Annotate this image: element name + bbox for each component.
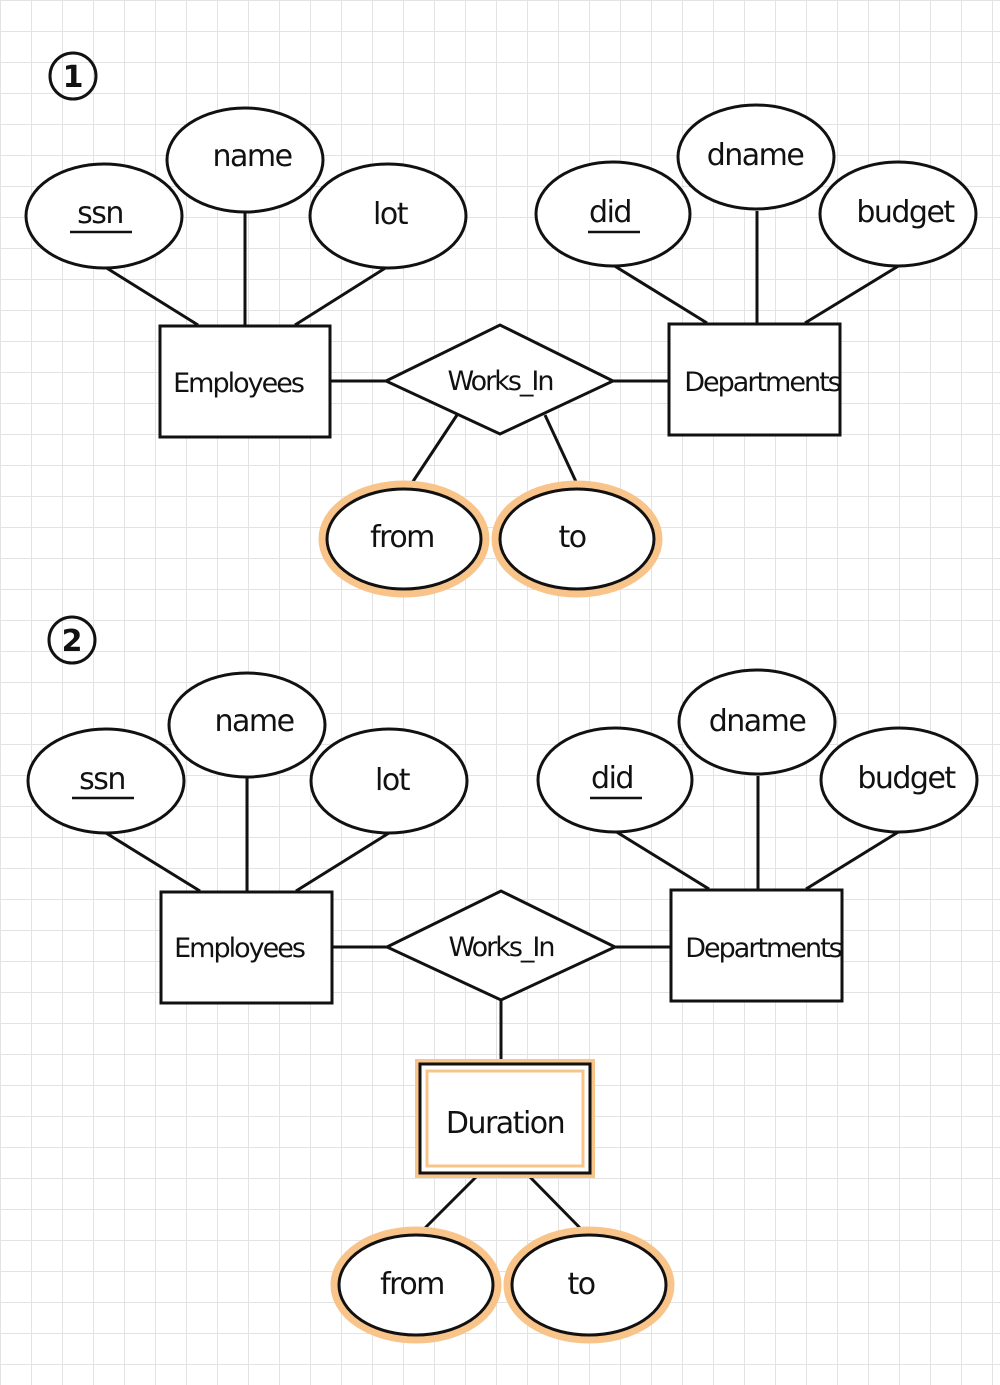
entity-departments: Departments [667, 322, 843, 437]
diagram-2-number: 2 [62, 624, 83, 659]
attribute-from-highlighted: from [330, 1226, 502, 1344]
svg-text:from: from [380, 1267, 444, 1302]
attribute-dname: dname [676, 103, 836, 211]
attribute-did: did [536, 726, 694, 834]
svg-text:Departments: Departments [684, 367, 840, 398]
svg-text:from: from [370, 520, 434, 555]
svg-text:Works_In: Works_In [448, 932, 553, 963]
attribute-lot: lot [309, 727, 469, 835]
attribute-budget: budget [819, 726, 979, 834]
svg-text:lot: lot [375, 763, 411, 798]
svg-text:dname: dname [707, 138, 804, 173]
svg-text:ssn: ssn [79, 762, 125, 797]
svg-text:ssn: ssn [77, 196, 123, 231]
diagram-2: 2 ssn name lot [26, 615, 979, 1344]
svg-text:budget: budget [857, 761, 956, 796]
attribute-budget: budget [818, 160, 978, 268]
entity-duration-highlighted: Duration [415, 1059, 595, 1178]
entity-employees: Employees [158, 324, 332, 439]
attribute-name: name [165, 106, 325, 214]
attribute-from-highlighted: from [318, 480, 490, 598]
attribute-to-highlighted: to [503, 1226, 675, 1344]
diagram-1-connectors [104, 211, 901, 487]
svg-text:to: to [558, 520, 585, 555]
attribute-name: name [167, 671, 327, 779]
entity-employees: Employees [159, 890, 334, 1005]
svg-text:Employees: Employees [173, 368, 304, 399]
diagram-2-number-badge: 2 [47, 615, 97, 665]
relationship-works-in: Works_In [383, 889, 619, 1002]
diagram-1-number: 1 [63, 60, 84, 95]
svg-text:name: name [214, 704, 293, 739]
attribute-ssn: ssn [26, 727, 186, 835]
diagram-2-connectors [105, 776, 901, 1235]
attribute-dname: dname [677, 668, 837, 776]
diagram-1-number-badge: 1 [48, 51, 98, 101]
svg-text:did: did [591, 761, 633, 796]
svg-text:budget: budget [856, 195, 955, 230]
attribute-lot: lot [308, 162, 468, 270]
svg-text:Departments: Departments [685, 933, 841, 964]
svg-text:Duration: Duration [446, 1106, 564, 1141]
svg-text:Works_In: Works_In [447, 366, 552, 397]
svg-text:lot: lot [373, 197, 409, 232]
svg-text:name: name [212, 139, 291, 174]
attribute-did: did [534, 160, 692, 268]
attribute-to-highlighted: to [491, 480, 663, 598]
attribute-ssn: ssn [24, 162, 184, 270]
diagram-1: 1 ssn name lot [24, 51, 978, 598]
entity-departments: Departments [669, 888, 844, 1003]
svg-text:dname: dname [709, 704, 806, 739]
relationship-works-in: Works_In [382, 323, 617, 436]
svg-text:did: did [589, 195, 631, 230]
svg-text:Employees: Employees [174, 933, 305, 964]
svg-text:to: to [567, 1267, 594, 1302]
